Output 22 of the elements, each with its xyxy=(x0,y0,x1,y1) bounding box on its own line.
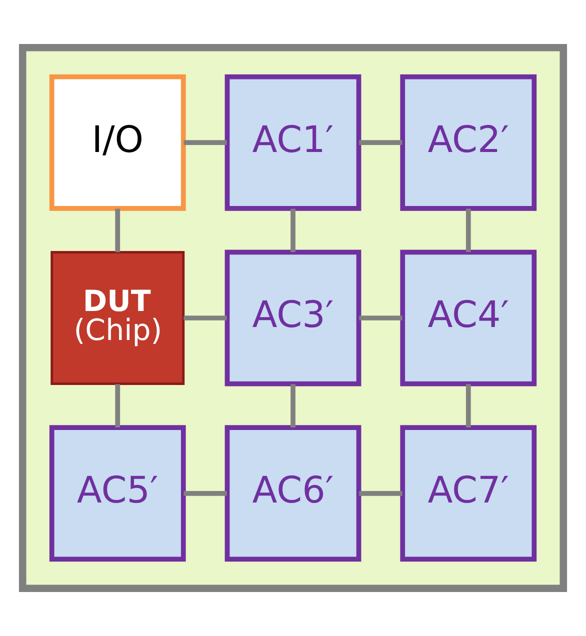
node-box: AC5′ xyxy=(49,425,186,562)
connector xyxy=(466,384,471,428)
connector xyxy=(184,490,227,496)
connector xyxy=(184,140,227,146)
node-box: DUT (Chip) xyxy=(50,251,185,385)
cluster xyxy=(18,44,568,592)
node-box: AC4′ xyxy=(400,250,537,386)
connector xyxy=(115,208,120,252)
connector xyxy=(359,316,402,320)
node-box: AC2′ xyxy=(400,74,537,211)
connector xyxy=(290,208,296,252)
connector xyxy=(359,140,402,146)
connector xyxy=(184,316,227,320)
connector xyxy=(466,208,471,252)
node-box: I/O xyxy=(49,74,186,211)
node-box: AC7′ xyxy=(400,425,537,562)
connector xyxy=(115,384,120,428)
node-box: AC1′ xyxy=(224,74,362,211)
node-box: AC3′ xyxy=(224,250,362,386)
connector xyxy=(290,384,296,428)
node-box: AC6′ xyxy=(224,425,362,562)
connector xyxy=(359,490,402,496)
